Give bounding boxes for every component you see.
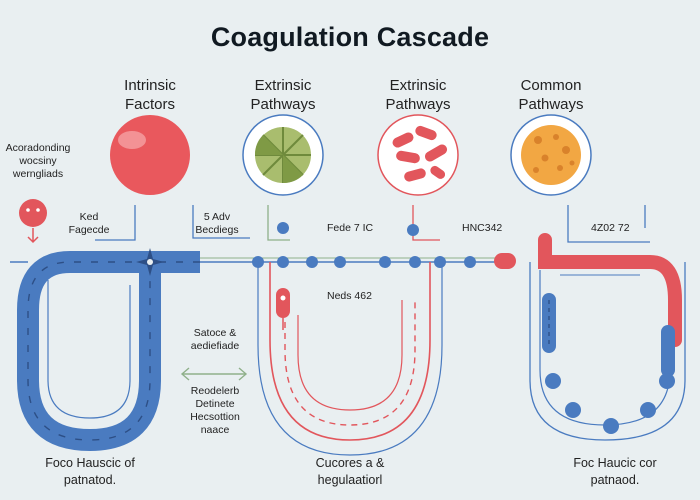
label-hnc: HNC342 — [462, 222, 503, 234]
label-satoce: Satoce &aediefiade — [190, 327, 240, 352]
label-number: 4Z02 72 — [591, 222, 630, 234]
orange-cell-icon — [510, 114, 592, 196]
platelet-wheel-icon — [242, 114, 324, 196]
red-blood-cells-icon — [377, 114, 459, 196]
common-nodes — [542, 293, 675, 434]
pathway-nodes — [252, 222, 476, 268]
diagram-title: Coagulation Cascade — [210, 22, 490, 52]
red-pill-icon — [276, 288, 290, 330]
label-neds: Neds 462 — [327, 290, 372, 302]
red-cell-icon — [110, 115, 190, 195]
junction-star — [136, 248, 164, 276]
alert-pin-icon — [19, 199, 47, 244]
intrinsic-loop — [10, 251, 200, 451]
double-arrow-icon — [180, 367, 248, 381]
extrinsic-loop — [257, 262, 443, 456]
red-pathway-pill — [494, 253, 516, 269]
label-fede: Fede 7 IC — [327, 222, 374, 234]
connector-lines — [95, 205, 650, 243]
bottom-caption-center: Cucores a &hegulaatiorl — [315, 456, 385, 487]
